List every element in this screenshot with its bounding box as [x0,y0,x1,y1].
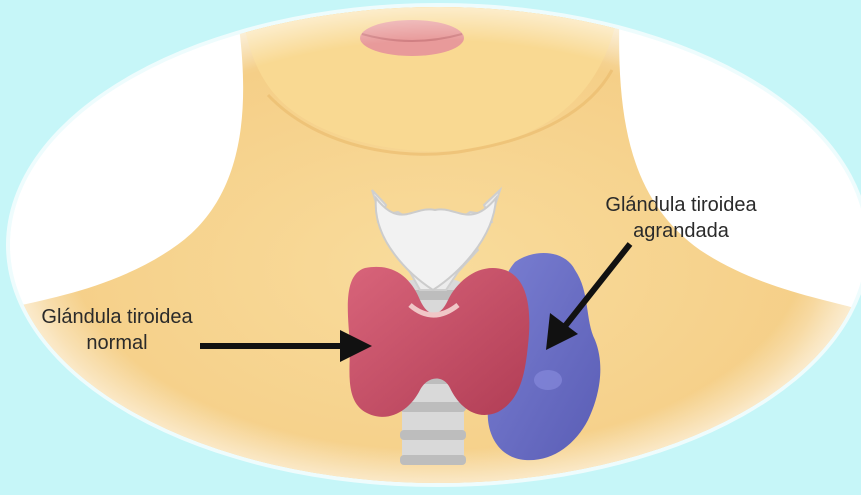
label-enlarged-line2: agrandada [586,218,776,244]
label-normal-line1: Glándula tiroidea [22,304,212,330]
label-enlarged-line1: Glándula tiroidea [586,192,776,218]
label-enlarged-thyroid: Glándula tiroidea agrandada [586,192,776,244]
label-normal-line2: normal [22,330,212,356]
label-normal-thyroid: Glándula tiroidea normal [22,304,212,356]
